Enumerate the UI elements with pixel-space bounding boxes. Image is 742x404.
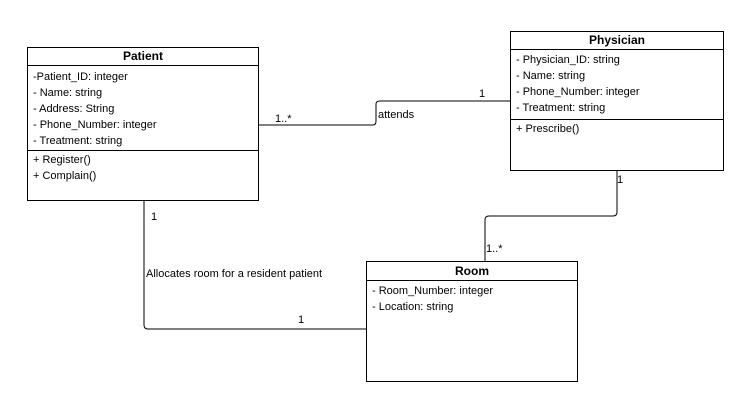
multiplicity-patient-physician-patient-end: 1..* bbox=[275, 113, 292, 125]
class-patient-methods: + Register() + Complain() bbox=[28, 151, 258, 184]
class-physician-attributes: - Physician_ID: string - Name: string - … bbox=[511, 50, 723, 120]
class-patient-name: Patient bbox=[28, 48, 258, 66]
association-line-patient-room[interactable] bbox=[143, 201, 366, 330]
attribute-room-number: - Room_Number: integer bbox=[372, 285, 494, 297]
multiplicity-physician-room-room-end: 1..* bbox=[486, 243, 503, 255]
class-physician[interactable]: Physician - Physician_ID: string - Name:… bbox=[510, 31, 724, 171]
attribute-patient-address: - Address: String bbox=[33, 103, 115, 115]
association-label-allocates-room: Allocates room for a resident patient bbox=[146, 268, 323, 280]
association-line-patient-physician[interactable] bbox=[259, 100, 510, 126]
method-patient-register: + Register() bbox=[33, 154, 91, 166]
attribute-patient-name: - Name: string bbox=[33, 87, 103, 99]
class-room-name: Room bbox=[367, 262, 577, 281]
attribute-patient-id: -Patient_ID: integer bbox=[33, 71, 128, 83]
class-room-attributes: - Room_Number: integer - Location: strin… bbox=[367, 281, 577, 315]
multiplicity-patient-physician-physician-end: 1 bbox=[479, 88, 486, 100]
class-physician-methods: + Prescribe() bbox=[511, 120, 723, 137]
attribute-physician-id: - Physician_ID: string bbox=[516, 54, 620, 66]
class-patient-attributes: -Patient_ID: integer - Name: string - Ad… bbox=[28, 66, 258, 151]
association-label-attends: attends bbox=[378, 109, 415, 121]
association-line-physician-room[interactable] bbox=[484, 171, 618, 261]
multiplicity-patient-room-room-end: 1 bbox=[298, 314, 305, 326]
method-physician-prescribe: + Prescribe() bbox=[516, 123, 580, 135]
multiplicity-physician-room-physician-end: 1 bbox=[617, 174, 624, 186]
attribute-physician-phone: - Phone_Number: integer bbox=[516, 86, 640, 98]
class-room[interactable]: Room - Room_Number: integer - Location: … bbox=[366, 261, 578, 382]
method-patient-complain: + Complain() bbox=[33, 170, 97, 182]
class-physician-name: Physician bbox=[511, 32, 723, 50]
attribute-patient-treatment: - Treatment: string bbox=[33, 135, 123, 147]
attribute-room-location: - Location: string bbox=[372, 301, 454, 313]
attribute-patient-phone: - Phone_Number: integer bbox=[33, 119, 157, 131]
attribute-physician-treatment: - Treatment: string bbox=[516, 102, 606, 114]
multiplicity-patient-room-patient-end: 1 bbox=[151, 211, 158, 223]
class-patient[interactable]: Patient -Patient_ID: integer - Name: str… bbox=[27, 47, 259, 201]
attribute-physician-name: - Name: string bbox=[516, 70, 586, 82]
